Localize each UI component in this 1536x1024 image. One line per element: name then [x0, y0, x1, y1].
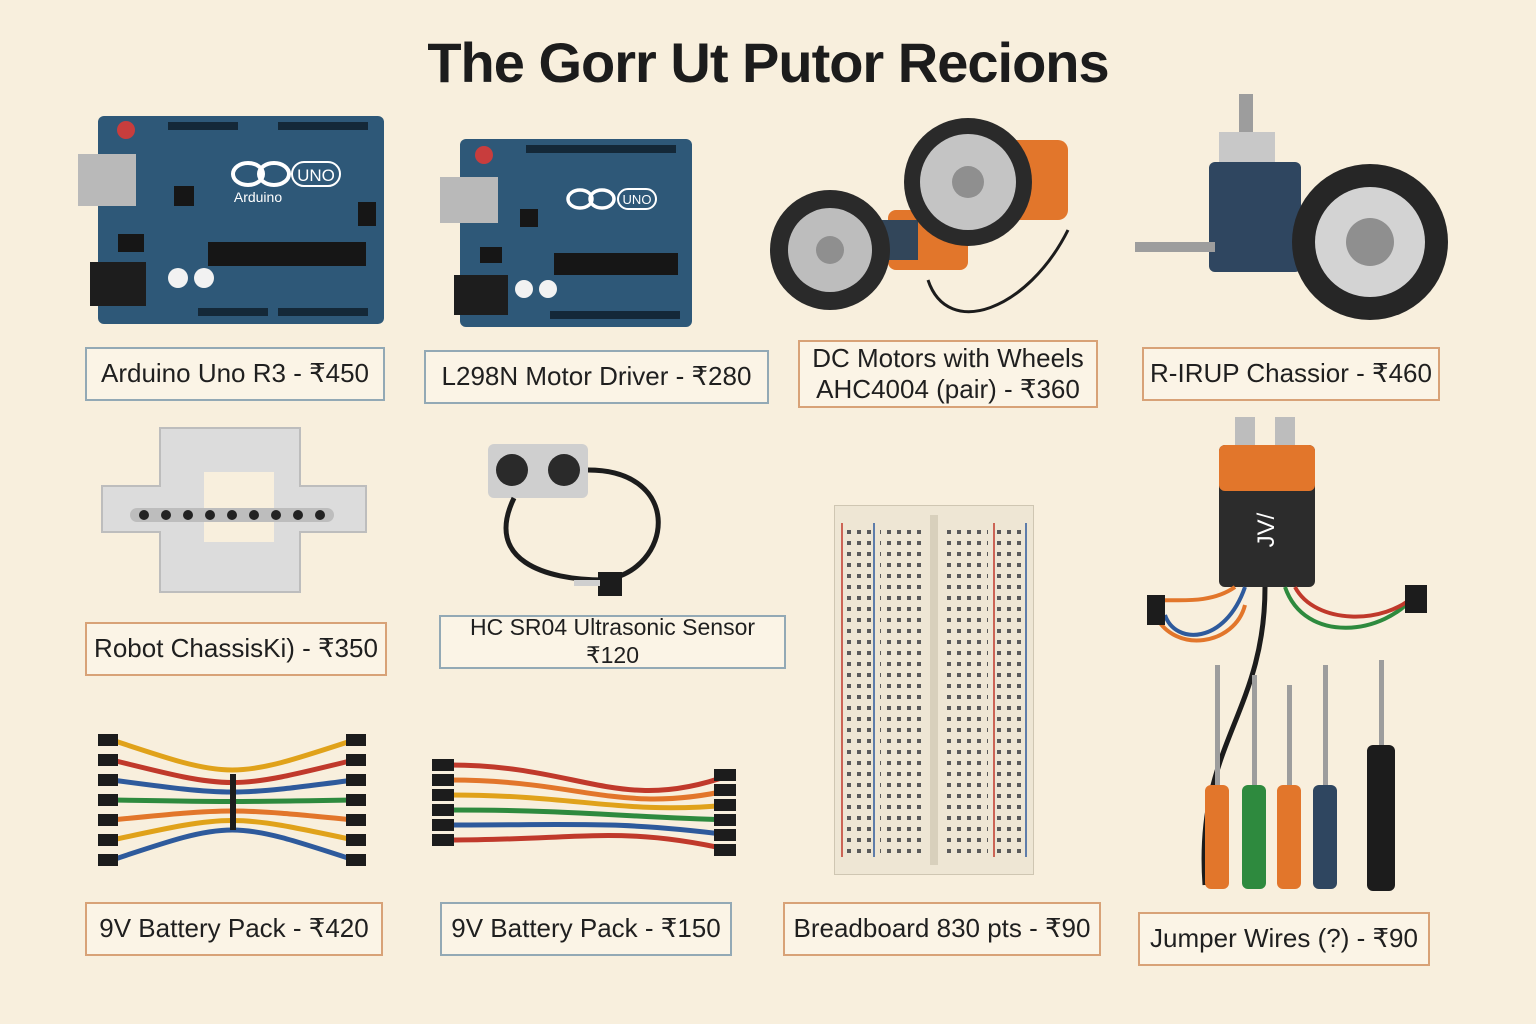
gear-motor-wheel-icon — [1135, 94, 1448, 320]
item-label-dc-motors-line2: AHC4004 (pair) - ₹360 — [816, 374, 1080, 404]
item-label-robot-chassis: Robot ChassisKi) - ₹350 — [85, 622, 387, 676]
item-label-breadboard: Breadboard 830 pts - ₹90 — [783, 902, 1101, 956]
battery-screwdrivers-icon: JV/ — [1147, 417, 1427, 891]
arduino-board-icon: UNO — [440, 139, 692, 327]
item-label-ultrasonic-sensor: HC SR04 Ultrasonic Sensor ₹120 — [439, 614, 786, 669]
item-label-battery-pack-1: 9V Battery Pack - ₹420 — [85, 902, 383, 956]
board-model-text: UNO — [297, 166, 335, 185]
item-label-battery-pack-2: 9V Battery Pack - ₹150 — [440, 902, 732, 956]
item-label-dc-motors: DC Motors with Wheels AHC4004 (pair) - ₹… — [798, 340, 1098, 408]
jumper-wire-bundle-icon — [98, 734, 366, 866]
item-label-arduino-uno: Arduino Uno R3 - ₹450 — [85, 347, 385, 401]
battery-label-text: JV/ — [1253, 512, 1280, 547]
ultrasonic-sensor-icon — [488, 444, 661, 596]
board-brand-text: Arduino — [234, 189, 282, 205]
board-model-text: UNO — [623, 192, 652, 207]
page-title: The Gorr Ut Putor Recions — [427, 31, 1109, 94]
item-label-chassior: R-IRUP Chassior - ₹460 — [1142, 347, 1440, 401]
item-label-motor-driver: L298N Motor Driver - ₹280 — [424, 350, 769, 404]
item-label-dc-motors-line1: DC Motors with Wheels — [812, 342, 1084, 373]
robot-chassis-plate-icon — [101, 427, 367, 593]
item-label-jumper-wires: Jumper Wires (?) - ₹90 — [1138, 912, 1430, 966]
breadboard-icon — [834, 505, 1034, 875]
dc-motor-wheels-icon — [770, 118, 1070, 314]
arduino-board-icon: UNO Arduino — [78, 116, 384, 324]
jumper-wire-bundle-icon — [432, 759, 736, 856]
